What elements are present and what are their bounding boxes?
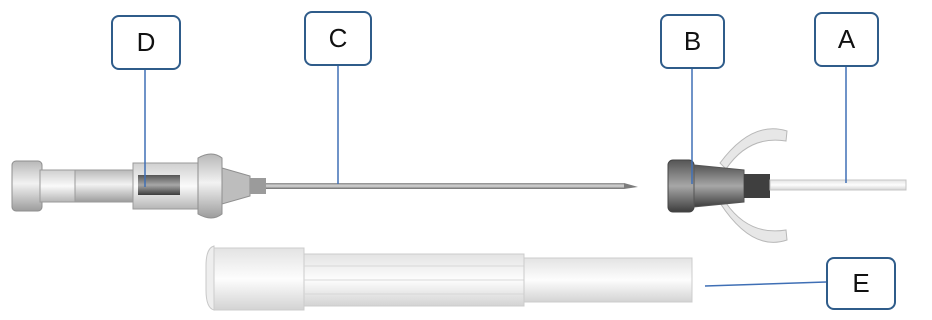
needle-assembly xyxy=(12,154,638,218)
catheter-assembly xyxy=(668,129,906,243)
callout-e: E xyxy=(826,257,896,310)
callout-c: C xyxy=(304,11,372,66)
callout-a: A xyxy=(814,12,879,67)
callout-d: D xyxy=(111,15,181,70)
callout-b: B xyxy=(660,14,725,69)
protective-sheath xyxy=(206,246,692,310)
leader-line-e xyxy=(705,282,826,286)
